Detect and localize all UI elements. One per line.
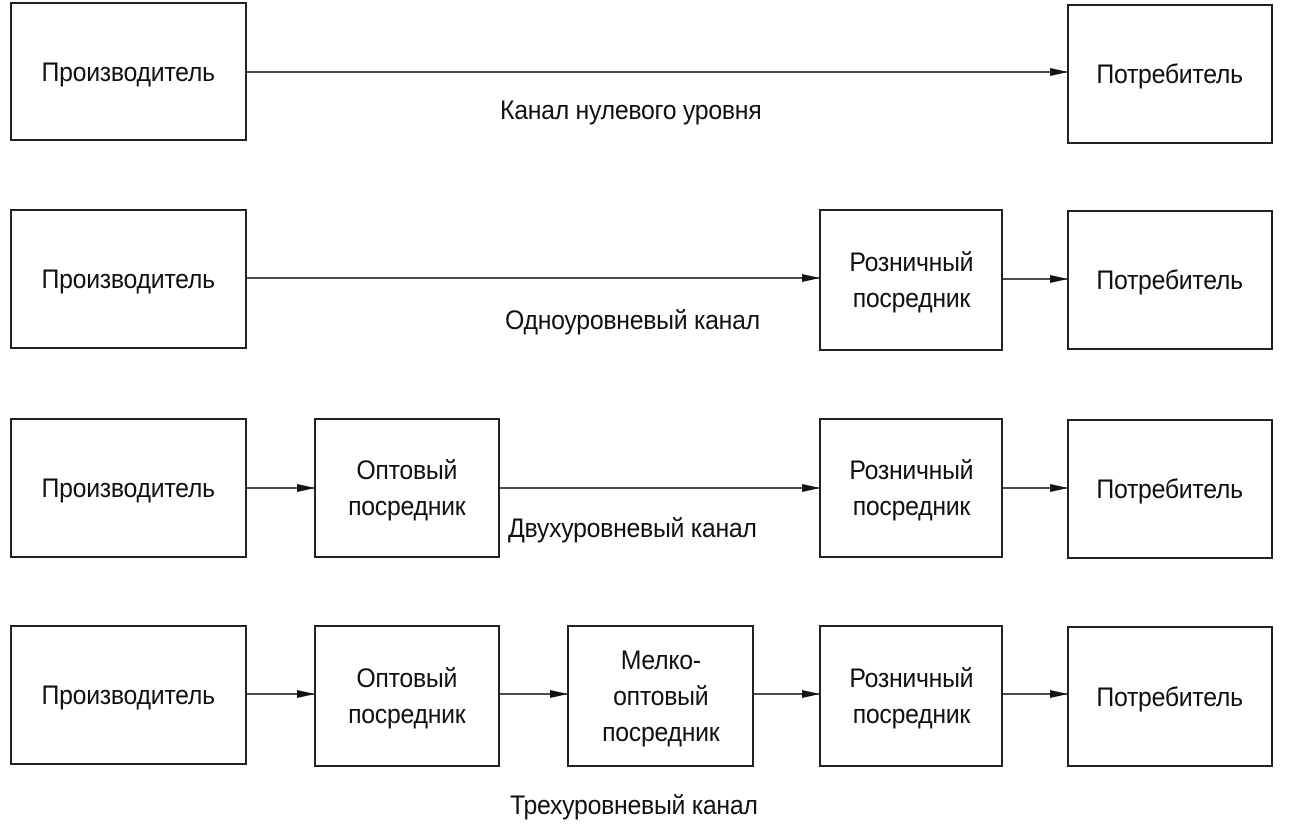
- consumer-label: Потребитель: [1096, 265, 1244, 295]
- consumer-box: Потребитель: [1067, 419, 1273, 559]
- retail-intermediary-label: Розничный посредник: [849, 247, 973, 313]
- wholesale-intermediary-box: Оптовый посредник: [314, 418, 500, 558]
- consumer-label: Потребитель: [1096, 59, 1244, 89]
- small-wholesale-intermediary-label: Мелко- оптовый посредник: [601, 645, 720, 747]
- retail-intermediary-label: Розничный посредник: [849, 455, 973, 521]
- producer-box: Производитель: [10, 2, 247, 141]
- small-wholesale-intermediary-box: Мелко- оптовый посредник: [567, 625, 754, 767]
- channel-caption: Одноуровневый канал: [505, 305, 760, 335]
- producer-label: Производитель: [41, 473, 216, 503]
- producer-box: Производитель: [10, 209, 247, 349]
- channel-caption: Канал нулевого уровня: [500, 95, 762, 125]
- retail-intermediary-label: Розничный посредник: [849, 663, 973, 729]
- producer-box: Производитель: [10, 625, 247, 765]
- producer-label: Производитель: [41, 680, 216, 710]
- wholesale-intermediary-label: Оптовый посредник: [348, 455, 466, 521]
- consumer-box: Потребитель: [1067, 4, 1273, 144]
- producer-box: Производитель: [10, 418, 247, 558]
- retail-intermediary-box: Розничный посредник: [819, 418, 1003, 558]
- retail-intermediary-box: Розничный посредник: [819, 625, 1003, 767]
- channel-caption: Трехуровневый канал: [510, 790, 758, 820]
- consumer-box: Потребитель: [1067, 210, 1273, 350]
- retail-intermediary-box: Розничный посредник: [819, 209, 1003, 351]
- wholesale-intermediary-box: Оптовый посредник: [314, 625, 500, 767]
- consumer-label: Потребитель: [1096, 681, 1244, 712]
- channel-caption: Двухуровневый канал: [508, 513, 757, 543]
- consumer-box: Потребитель: [1067, 626, 1273, 767]
- consumer-label: Потребитель: [1096, 474, 1244, 504]
- producer-label: Производитель: [41, 264, 216, 294]
- wholesale-intermediary-label: Оптовый посредник: [348, 663, 466, 729]
- producer-label: Производитель: [41, 56, 216, 87]
